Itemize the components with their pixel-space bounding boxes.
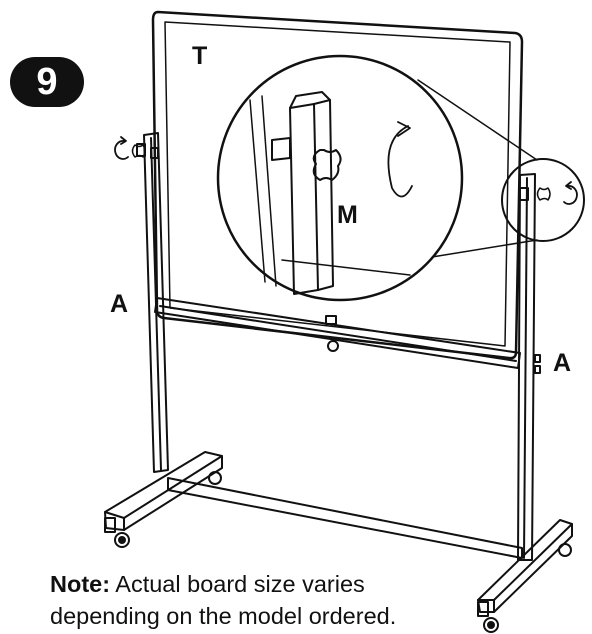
marker-tray [154,297,521,369]
right-upright [517,173,541,561]
right-base [477,519,573,633]
pivot-label-right: A [553,349,572,377]
rotate-clockwise-arrow-icon [563,181,578,205]
step-number-badge: 9 [10,57,84,107]
note-prefix: Note: [50,571,111,597]
note-line-1: Note: Actual board size varies [50,568,590,600]
note: Note: Actual board size varies depending… [50,568,590,632]
left-upright [136,132,169,473]
rotate-counterclockwise-arrow-icon [114,136,129,160]
knob-label: M [337,201,358,229]
note-text-1: Actual board size varies [110,571,365,597]
bottom-crossbar [167,477,523,559]
whiteboard [151,10,524,360]
left-base [104,451,223,548]
knob-icon [131,144,551,201]
detail-magnifier [216,54,464,302]
caster-wheel-icon [118,536,495,629]
step-number: 9 [36,61,58,103]
pivot-label-left: A [110,290,129,318]
board-label: T [192,42,208,70]
note-line-2: depending on the model ordered. [50,603,397,629]
